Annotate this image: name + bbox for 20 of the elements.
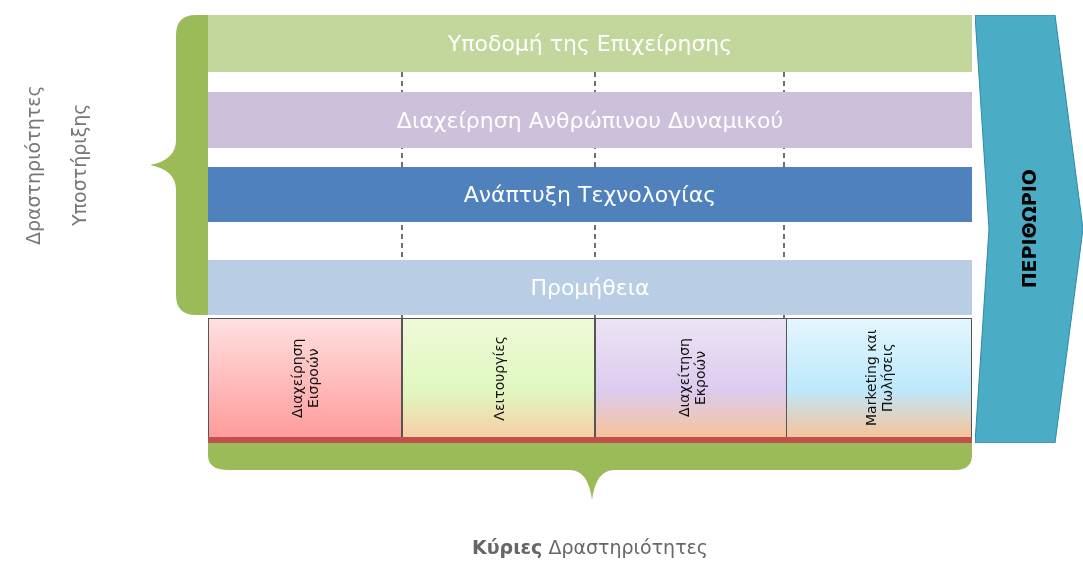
- band-label: Διαχείρηση Ανθρώπινου Δυναμικού: [396, 107, 784, 133]
- activity-column: [595, 318, 788, 437]
- band-label: Υποδομή της Επιχείρησης: [447, 31, 733, 56]
- activity-band: [208, 92, 972, 148]
- activity-column: [786, 318, 972, 437]
- side-label: Δραστηριότητες Υποστήριξης: [21, 84, 91, 247]
- bottom-label: Κύριες Δραστηριότητες: [471, 536, 709, 558]
- activity-column: [402, 318, 595, 437]
- margin-label: ΠΕΡΙΘΩΡΙΟ: [1018, 169, 1040, 289]
- band-label: Προμήθεια: [530, 275, 650, 300]
- activity-band: [208, 260, 972, 315]
- column-label: Διαχείρηση Εισροών: [289, 337, 321, 420]
- activity-band: [208, 167, 972, 222]
- column-label: Διαχείτηση Εκροών: [675, 337, 708, 420]
- margin-arrow: [975, 15, 1083, 443]
- column-label: Marketing και Πωλήσεις: [863, 328, 895, 429]
- activity-column: [208, 318, 402, 437]
- activity-band: [208, 15, 972, 72]
- band-label: Ανάπτυξη Τεχνολογίας: [463, 182, 717, 207]
- column-label: Λειτουργίες: [490, 335, 507, 421]
